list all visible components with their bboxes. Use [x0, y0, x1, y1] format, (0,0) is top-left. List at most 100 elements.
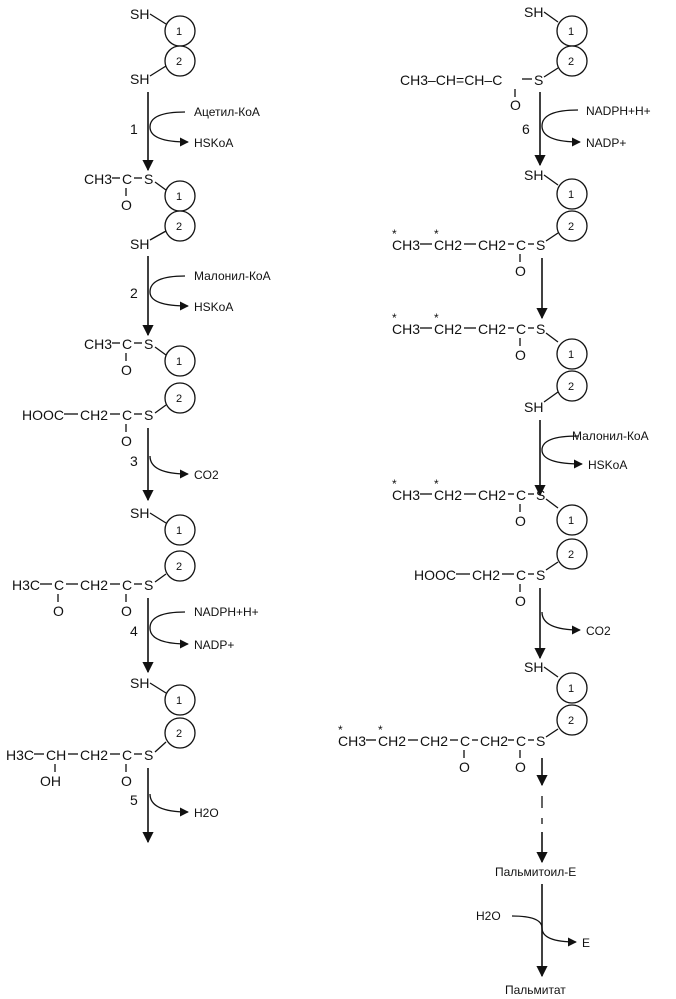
oxygen-atom: O — [121, 773, 132, 789]
domain-1-label: 1 — [568, 683, 574, 695]
sh-group: SH — [130, 71, 149, 87]
decarboxylation-step: CO2 — [534, 588, 611, 660]
sulfur-atom: S — [144, 407, 153, 423]
oxygen-atom: O — [53, 603, 64, 619]
domain-2-label: 2 — [568, 549, 574, 561]
oxygen-atom: O — [510, 97, 521, 113]
step-2: 2 Малонил-КоА HSKoA — [130, 256, 271, 337]
carbon-atom: C — [122, 577, 132, 593]
sulfur-atom: S — [144, 577, 153, 593]
carbon-atom: C — [516, 237, 526, 253]
reagent-co2: CO2 — [194, 468, 219, 482]
reagent-nadph: NADPH+H+ — [194, 605, 259, 619]
domain-1-label: 1 — [568, 189, 574, 201]
reagent-e: E — [582, 936, 590, 950]
step-4: 4 NADPH+H+ NADP+ — [130, 598, 259, 674]
sulfur-atom: S — [144, 171, 153, 187]
domain-2-label: 2 — [176, 728, 182, 740]
domain-1-label: 1 — [176, 356, 182, 368]
sulfur-atom: S — [536, 733, 545, 749]
reagent-h2o: H2O — [194, 806, 219, 820]
malonyl-addition: Малонил-КоА HSKoA — [534, 420, 649, 497]
oh-group: OH — [40, 773, 61, 789]
sh-group: SH — [130, 6, 149, 22]
hooc-group: HOOC — [22, 407, 64, 423]
domain-2-label: 2 — [176, 393, 182, 405]
h3c-group: H3C — [12, 577, 40, 593]
step-3: 3 CO2 — [130, 428, 219, 502]
oxygen-atom: O — [121, 433, 132, 449]
butyryl-enzyme: SH 1 2 * CH3 * CH2 CH2 C S O — [392, 167, 588, 279]
acetyl-enzyme: CH3 C S O 1 2 SH — [84, 171, 196, 252]
hooc-group: HOOC — [414, 567, 456, 583]
oxygen-atom: O — [459, 759, 470, 775]
ch2-group: CH2 — [480, 733, 508, 749]
label-star: * — [392, 477, 397, 491]
enzyme-complex: SH 1 2 SH — [130, 6, 196, 87]
domain-2-label: 2 — [176, 221, 182, 233]
oxygen-atom: O — [121, 362, 132, 378]
carbon-atom: C — [516, 567, 526, 583]
label-star: * — [338, 723, 343, 737]
reagent-hskoa: HSKoA — [194, 136, 233, 150]
acetoacetyl-enzyme: SH 1 2 H3C C O CH2 C S O — [12, 505, 196, 619]
ch2-group: CH2 — [378, 733, 406, 749]
label-star: * — [434, 311, 439, 325]
ch2-group: CH2 — [478, 237, 506, 253]
domain-1-label: 1 — [176, 695, 182, 707]
sh-group: SH — [130, 675, 149, 691]
carbon-atom: C — [516, 487, 526, 503]
right-column: SH 1 2 CH3–CH=CH–C S O 6 NADPH+H+ NADP+ … — [338, 4, 651, 997]
domain-2-label: 2 — [568, 715, 574, 727]
oxygen-atom: O — [515, 513, 526, 529]
carbon-atom: C — [54, 577, 64, 593]
step-1: 1 Ацетил-КоА HSKoA — [130, 92, 260, 172]
sh-group: SH — [524, 4, 543, 20]
ch3-group: CH3 — [392, 487, 420, 503]
sh-group: SH — [524, 399, 543, 415]
acetyl-malonyl-enzyme: CH3 C S O 1 2 HOOC CH2 C S O — [22, 336, 196, 449]
label-star: * — [434, 227, 439, 241]
reagent-hskoa: HSKoA — [194, 300, 233, 314]
butyryl-malonyl-enzyme: * CH3 * CH2 CH2 C S O 1 2 HOOC CH2 C S — [392, 477, 588, 609]
domain-2-label: 2 — [568, 56, 574, 68]
label-star: * — [378, 723, 383, 737]
reagent-h2o: H2O — [476, 909, 501, 923]
oxygen-atom: O — [515, 759, 526, 775]
reagent-co2: CO2 — [586, 624, 611, 638]
ch2-group: CH2 — [80, 747, 108, 763]
reagent-acetyl-coa: Ацетил-КоА — [194, 105, 260, 119]
ch2-group: CH2 — [472, 567, 500, 583]
reagent-nadp: NADP+ — [586, 136, 626, 150]
product-palmitate: Пальмитат — [505, 983, 566, 997]
left-column: SH 1 2 SH 1 Ацетил-КоА HSKoA CH3 C S O — [6, 6, 271, 844]
ch2-group: CH2 — [80, 577, 108, 593]
label-star: * — [392, 227, 397, 241]
ch3-group: CH3 — [392, 321, 420, 337]
domain-2-label: 2 — [176, 56, 182, 68]
sulfur-atom: S — [144, 747, 153, 763]
oxygen-atom: O — [515, 593, 526, 609]
sulfur-atom: S — [536, 567, 545, 583]
hydrolysis-step: H2O E — [476, 884, 590, 978]
ch3-group: CH3 — [392, 237, 420, 253]
crotonyl-chain: CH3–CH=CH–C — [400, 72, 502, 88]
sulfur-atom: S — [534, 72, 543, 88]
ch2-group: CH2 — [478, 321, 506, 337]
domain-2-label: 2 — [176, 561, 182, 573]
domain-2-label: 2 — [568, 381, 574, 393]
sh-group: SH — [130, 236, 149, 252]
step-number: 1 — [130, 121, 138, 137]
step-number: 6 — [522, 121, 530, 137]
reagent-hskoa: HSKoA — [588, 458, 627, 472]
step-6: 6 NADPH+H+ NADP+ — [522, 92, 651, 167]
hydroxybutyryl-enzyme: SH 1 2 H3C CH OH CH2 C S O — [6, 675, 196, 789]
carbon-atom: C — [516, 321, 526, 337]
ch2-group: CH2 — [434, 237, 462, 253]
oxygen-atom: O — [515, 263, 526, 279]
domain-1-label: 1 — [568, 515, 574, 527]
butyryl-transferred-enzyme: * CH3 * CH2 CH2 C S O 1 2 SH — [392, 311, 588, 415]
ch-group: CH — [46, 747, 66, 763]
ch2-group: CH2 — [80, 407, 108, 423]
